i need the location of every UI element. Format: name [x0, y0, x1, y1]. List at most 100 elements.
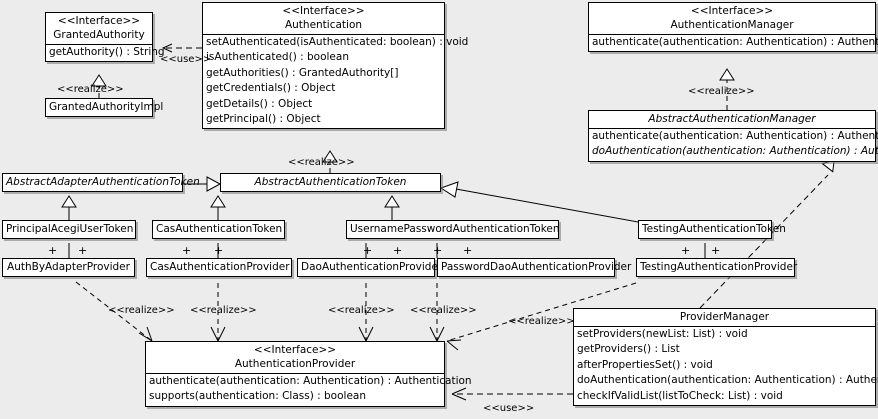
operations-compartment: setProviders(newList: List) : void getPr…: [574, 326, 878, 405]
operation-row: setAuthenticated(isAuthenticated: boolea…: [206, 36, 469, 48]
label-realize-auth-by-adapter-provider: <<realize>>: [108, 305, 175, 316]
association-marker-plus: +: [214, 244, 224, 257]
operations-compartment: authenticate(authentication: Authenticat…: [589, 34, 878, 51]
operation-row: authenticate(authentication: Authenticat…: [592, 130, 878, 142]
class-name: AuthenticationManager: [670, 19, 794, 31]
class-header: <<Interface>> Authentication: [203, 3, 444, 34]
operations-compartment: authenticate(authentication: Authenticat…: [589, 128, 878, 161]
class-granted-authority-impl[interactable]: GrantedAuthorityImpl: [45, 98, 164, 117]
class-authentication-provider[interactable]: <<Interface>> AuthenticationProvider aut…: [145, 341, 472, 407]
class-dao-authentication-provider[interactable]: DaoAuthenticationProvider: [297, 258, 443, 277]
label-realize-cas-authentication-provider: <<realize>>: [190, 305, 257, 316]
stereotype-label: <<Interface>>: [253, 344, 337, 356]
class-header: <<Interface>> GrantedAuthority: [46, 13, 152, 44]
class-username-password-authentication-token[interactable]: UsernamePasswordAuthenticationToken: [346, 220, 560, 239]
class-header: UsernamePasswordAuthenticationToken: [347, 221, 560, 238]
operation-row: doAuthentication(authentication: Authent…: [577, 374, 878, 387]
class-name: AuthenticationProvider: [234, 358, 356, 370]
class-name: CasAuthenticationProvider: [150, 261, 290, 273]
class-authentication[interactable]: <<Interface>> Authentication setAuthenti…: [202, 2, 469, 130]
class-granted-authority[interactable]: <<Interface>> GrantedAuthority getAuthor…: [45, 12, 165, 63]
operations-compartment: authenticate(authentication: Authenticat…: [146, 373, 472, 406]
class-header: <<Interface>> AuthenticationProvider: [146, 342, 444, 373]
operation-row: authenticate(authentication: Authenticat…: [592, 36, 878, 48]
class-abstract-adapter-authentication-token[interactable]: AbstractAdapterAuthenticationToken: [2, 173, 200, 192]
label-realize-dao-authentication-provider: <<realize>>: [328, 305, 395, 316]
class-header: AbstractAdapterAuthenticationToken: [3, 174, 200, 191]
operation-row: getDetails() : Object: [206, 97, 313, 110]
class-header: ProviderManager: [574, 309, 875, 326]
stereotype-label: <<Interface>>: [57, 15, 141, 27]
class-header: TestingAuthenticationProvider: [637, 259, 798, 276]
label-realize-abstract-authentication-manager: <<realize>>: [688, 86, 755, 97]
class-header: <<Interface>> AuthenticationManager: [589, 3, 875, 34]
class-password-dao-authentication-provider[interactable]: PasswordDaoAuthenticationProvider: [437, 258, 632, 277]
class-header: AbstractAuthenticationToken: [221, 174, 440, 191]
class-name: AbstractAuthenticationToken: [254, 176, 407, 188]
operation-row: authenticate(authentication: Authenticat…: [149, 375, 472, 387]
label-realize-password-dao-authentication-provider: <<realize>>: [410, 305, 477, 316]
class-name: AbstractAuthenticationManager: [648, 113, 816, 125]
class-header: AbstractAuthenticationManager: [589, 111, 875, 128]
operations-compartment: getAuthority() : String: [46, 44, 165, 61]
operation-row: getPrincipal() : Object: [206, 113, 321, 126]
class-header: DaoAuthenticationProvider: [298, 259, 443, 276]
class-name: TestingAuthenticationToken: [642, 223, 786, 235]
class-name: ProviderManager: [679, 311, 770, 323]
class-name: UsernamePasswordAuthenticationToken: [350, 223, 560, 235]
operation-row: getAuthority() : String: [49, 46, 165, 58]
stereotype-label: <<Interface>>: [282, 5, 365, 17]
class-name: AuthByAdapterProvider: [7, 261, 130, 273]
label-realize-granted-authority-impl: <<realize>>: [57, 84, 124, 95]
class-name: TestingAuthenticationProvider: [640, 261, 798, 273]
association-marker-plus: +: [711, 244, 721, 257]
association-marker-plus: +: [78, 244, 88, 257]
class-header: PrincipalAcegiUserToken: [3, 221, 135, 238]
class-principal-acegi-user-token[interactable]: PrincipalAcegiUserToken: [2, 220, 136, 239]
class-cas-authentication-token[interactable]: CasAuthenticationToken: [152, 220, 285, 239]
class-provider-manager[interactable]: ProviderManager setProviders(newList: Li…: [573, 308, 878, 407]
class-header: TestingAuthenticationToken: [639, 221, 786, 238]
class-header: PasswordDaoAuthenticationProvider: [438, 259, 632, 276]
class-name: CasAuthenticationToken: [156, 223, 283, 235]
operation-row: getAuthorities() : GrantedAuthority[]: [206, 66, 399, 79]
class-header: CasAuthenticationToken: [153, 221, 284, 238]
class-auth-by-adapter-provider[interactable]: AuthByAdapterProvider: [2, 258, 135, 277]
class-testing-authentication-provider[interactable]: TestingAuthenticationProvider: [636, 258, 798, 277]
stereotype-label: <<Interface>>: [690, 5, 774, 17]
operation-row: supports(authentication: Class) : boolea…: [149, 390, 366, 403]
operations-compartment: setAuthenticated(isAuthenticated: boolea…: [203, 34, 469, 128]
class-cas-authentication-provider[interactable]: CasAuthenticationProvider: [146, 258, 292, 277]
class-header: CasAuthenticationProvider: [147, 259, 291, 276]
class-name: PasswordDaoAuthenticationProvider: [441, 261, 632, 273]
class-name: PrincipalAcegiUserToken: [6, 223, 134, 235]
operation-row: afterPropertiesSet() : void: [577, 358, 713, 371]
operation-row: getProviders() : List: [577, 343, 680, 356]
operation-row: doAuthentication(authentication: Authent…: [592, 145, 878, 158]
association-marker-plus: +: [433, 244, 443, 257]
class-header: AuthByAdapterProvider: [3, 259, 134, 276]
association-marker-plus: +: [393, 244, 403, 257]
operation-row: checkIfValidList(listToCheck: List) : vo…: [577, 389, 783, 402]
label-use-authentication-granted-authority: <<use>>: [160, 54, 212, 65]
class-header: GrantedAuthorityImpl: [46, 99, 164, 116]
association-marker-plus: +: [182, 244, 192, 257]
class-testing-authentication-token[interactable]: TestingAuthenticationToken: [638, 220, 786, 239]
class-name: AbstractAdapterAuthenticationToken: [6, 176, 200, 188]
class-name: GrantedAuthority: [53, 29, 145, 41]
class-abstract-authentication-token[interactable]: AbstractAuthenticationToken: [220, 173, 441, 192]
operation-row: setProviders(newList: List) : void: [577, 328, 748, 340]
class-abstract-authentication-manager[interactable]: AbstractAuthenticationManager authentica…: [588, 110, 878, 162]
class-authentication-manager[interactable]: <<Interface>> AuthenticationManager auth…: [588, 2, 878, 53]
class-name: GrantedAuthorityImpl: [49, 101, 164, 113]
label-use-provider-manager: <<use>>: [483, 403, 535, 414]
association-marker-plus: +: [363, 244, 373, 257]
association-marker-plus: +: [48, 244, 58, 257]
class-name: DaoAuthenticationProvider: [301, 261, 443, 273]
operation-row: getCredentials() : Object: [206, 82, 336, 95]
operation-row: isAuthenticated() : boolean: [206, 51, 349, 64]
association-marker-plus: +: [463, 244, 473, 257]
class-name: Authentication: [284, 19, 363, 31]
label-realize-testing-authentication-provider: <<realize>>: [508, 316, 575, 327]
